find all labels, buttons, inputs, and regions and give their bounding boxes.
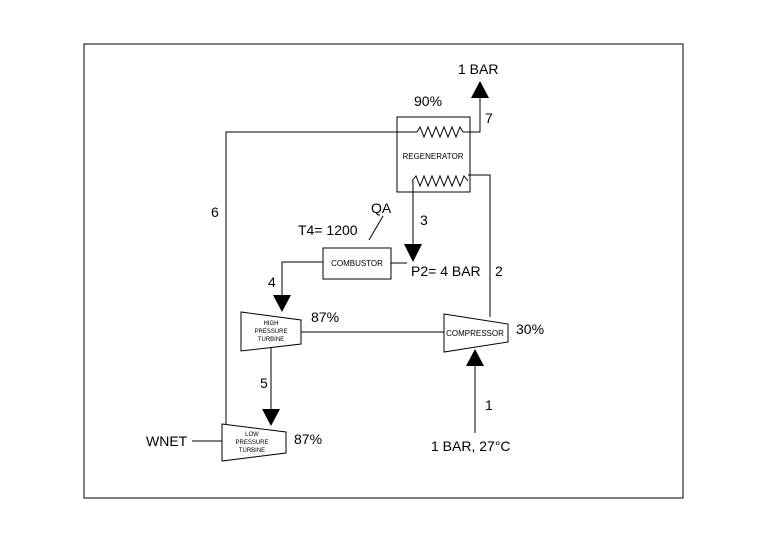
stream-6-line <box>225 131 417 432</box>
lpt-label-line2: PRESSURE <box>235 440 268 446</box>
low-pressure-turbine <box>221 423 287 462</box>
hpt-label-line2: PRESSURE <box>254 329 287 335</box>
inlet-conditions-label: 1 BAR, 27°C <box>431 438 511 454</box>
lpt-label-line1: LOW <box>245 432 259 438</box>
state-1-label: 1 <box>485 397 493 413</box>
diagram-frame <box>83 43 684 499</box>
state-6-label: 6 <box>211 204 219 220</box>
stream-4-arrow <box>273 295 291 312</box>
regenerator-hot-coil <box>416 125 464 139</box>
combustor-box <box>322 247 392 280</box>
regenerator-label: REGENERATOR <box>402 152 463 161</box>
stream-1-arrow <box>466 349 484 366</box>
heat-added-label: QA <box>371 200 392 216</box>
p2-label: P2= 4 BAR <box>411 263 481 279</box>
t4-label: T4= 1200 <box>298 222 358 238</box>
hpt-label-line1: HIGH <box>264 321 279 327</box>
high-pressure-turbine <box>240 311 302 352</box>
heat-input-line <box>368 215 384 241</box>
state-2-label: 2 <box>495 263 503 279</box>
stream-3-arrow <box>404 244 422 262</box>
lpt-efficiency-label: 87% <box>294 431 322 447</box>
stream-4-line <box>281 261 323 295</box>
exhaust-pressure-label: 1 BAR <box>458 61 498 77</box>
stream-2-line <box>468 174 491 317</box>
hpt-efficiency-label: 87% <box>311 309 339 325</box>
combustor-label: COMBUSTOR <box>331 259 383 268</box>
stream-7-line <box>463 96 481 133</box>
regenerator-effectiveness-label: 90% <box>414 93 442 109</box>
state-3-label: 3 <box>420 212 428 228</box>
state-7-label: 7 <box>485 110 493 126</box>
state-5-label: 5 <box>260 375 268 391</box>
compressor-efficiency-label: 30% <box>516 321 544 337</box>
state-4-label: 4 <box>268 274 276 290</box>
compressor <box>443 313 509 353</box>
compressor-label: COMPRESSOR <box>446 329 504 338</box>
stream-5-arrow <box>262 409 280 426</box>
hpt-label-line3: TURBINE <box>258 337 284 343</box>
wnet-label: WNET <box>146 433 188 449</box>
exhaust-arrow <box>471 81 489 98</box>
lpt-label-line3: TURBINE <box>239 448 265 454</box>
regenerator-cold-coil <box>411 174 469 188</box>
